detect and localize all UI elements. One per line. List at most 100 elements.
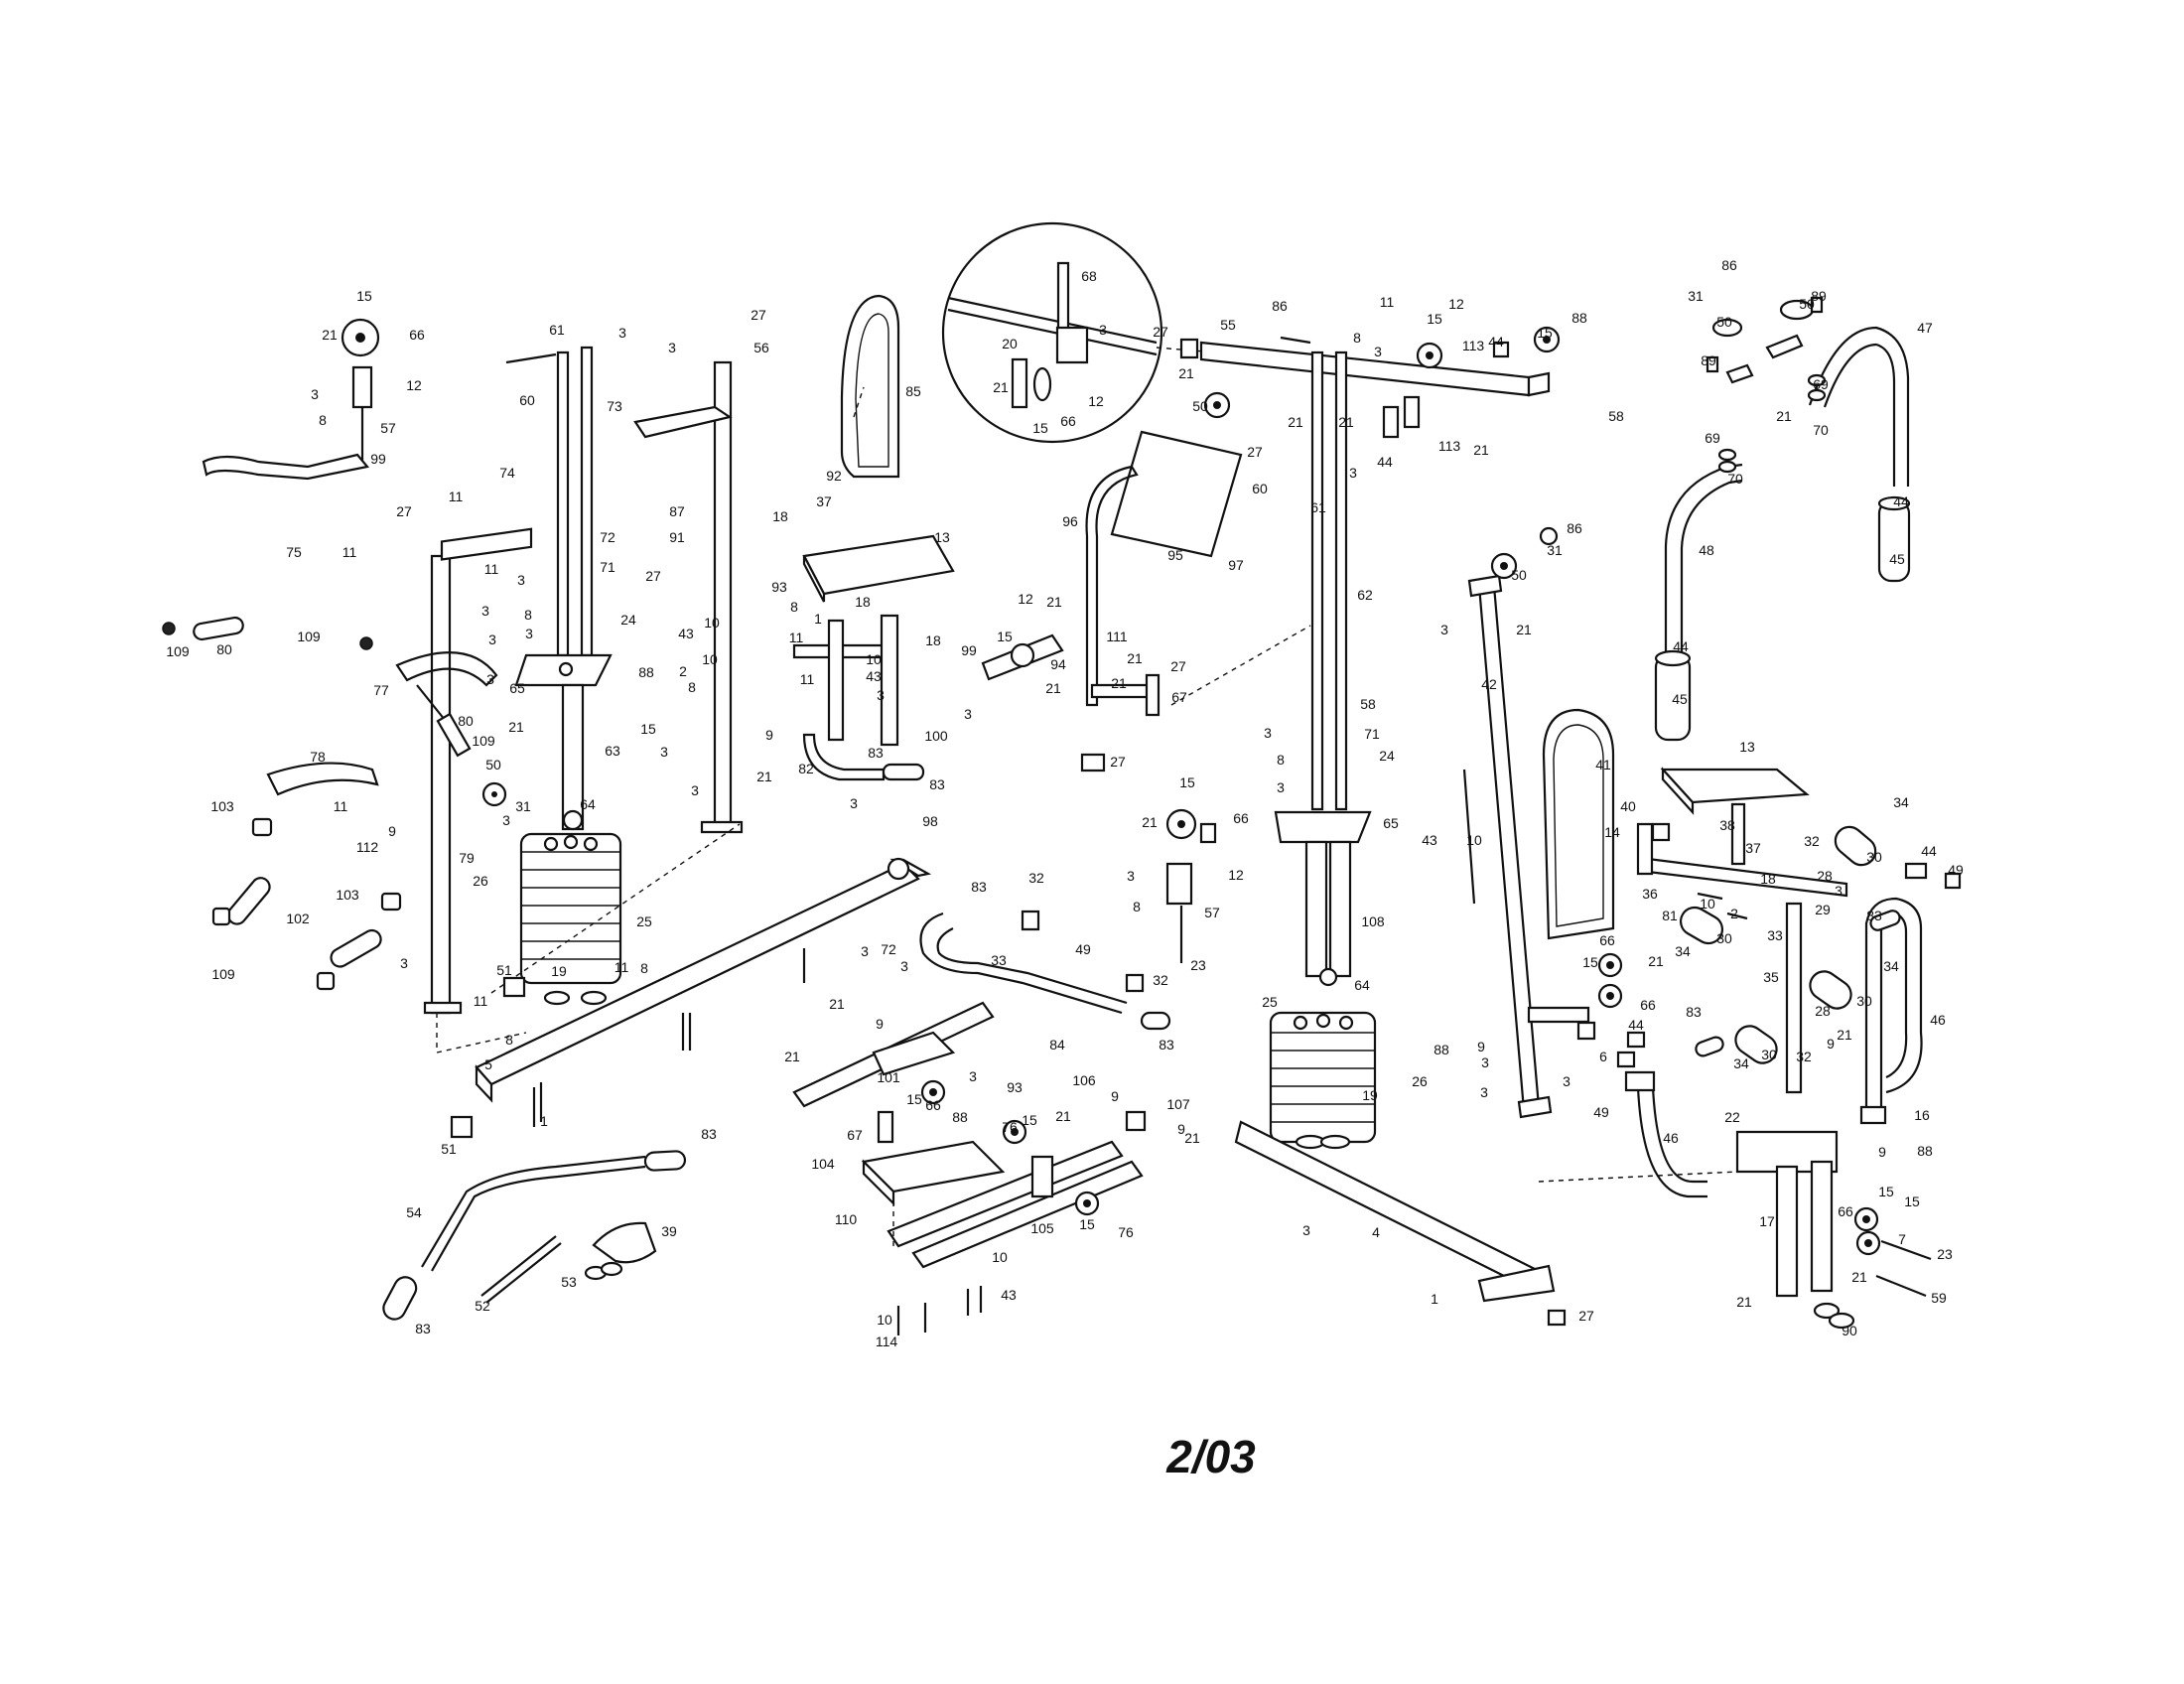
part-callout-105: 105	[1030, 1220, 1054, 1236]
part-callout-9: 9	[876, 1016, 884, 1032]
part-callout-10: 10	[992, 1249, 1008, 1265]
part-callout-45: 45	[1672, 691, 1688, 707]
part-callout-83: 83	[929, 776, 945, 792]
part-callout-46: 46	[1930, 1012, 1946, 1028]
revision-date: 2/03	[1166, 1431, 1256, 1482]
part-callout-96: 96	[1062, 513, 1078, 529]
part-callout-100: 100	[924, 728, 948, 744]
part-callout-24: 24	[1379, 748, 1395, 764]
part-callout-10: 10	[866, 651, 882, 667]
part-callout-27: 27	[1110, 754, 1126, 770]
part-callout-102: 102	[286, 911, 310, 926]
part-callout-21: 21	[784, 1049, 800, 1064]
part-callout-70: 70	[1727, 471, 1743, 487]
part-callout-15: 15	[1537, 325, 1553, 341]
part-callout-97: 97	[1228, 557, 1244, 573]
part-callout-3: 3	[525, 626, 533, 641]
part-callout-1: 1	[814, 611, 822, 627]
part-callout-21: 21	[1184, 1130, 1200, 1146]
part-callout-12: 12	[1088, 393, 1104, 409]
part-callout-11: 11	[474, 993, 488, 1009]
part-callout-83: 83	[1686, 1004, 1702, 1020]
part-callout-42: 42	[1481, 676, 1497, 692]
part-callout-27: 27	[1578, 1308, 1594, 1324]
part-callout-3: 3	[488, 632, 496, 647]
part-callout-27: 27	[1153, 324, 1168, 340]
part-callout-21: 21	[1648, 953, 1664, 969]
part-callout-109: 109	[166, 643, 190, 659]
part-callout-61: 61	[549, 322, 565, 338]
part-callout-15: 15	[1582, 954, 1598, 970]
part-callout-3: 3	[1440, 622, 1448, 637]
part-callout-34: 34	[1675, 943, 1691, 959]
part-callout-18: 18	[855, 594, 871, 610]
part-callout-61: 61	[1310, 499, 1326, 515]
part-callout-9: 9	[1177, 1121, 1185, 1137]
part-callout-30: 30	[1856, 993, 1872, 1009]
part-callout-95: 95	[1167, 547, 1183, 563]
center-tower-frame	[983, 328, 1565, 1325]
part-callout-19: 19	[551, 963, 567, 979]
part-callout-31: 31	[1547, 542, 1563, 558]
part-callout-3: 3	[400, 955, 408, 971]
part-callout-99: 99	[370, 451, 386, 467]
part-callout-15: 15	[1079, 1216, 1095, 1232]
part-callout-33: 33	[1767, 927, 1783, 943]
part-callout-45: 45	[1889, 551, 1905, 567]
part-callout-9: 9	[1477, 1039, 1485, 1054]
part-callout-103: 103	[336, 887, 359, 903]
part-callout-3: 3	[900, 958, 908, 974]
part-callout-15: 15	[997, 629, 1013, 644]
part-callout-78: 78	[310, 749, 326, 765]
part-callout-38: 38	[1719, 817, 1735, 833]
part-callout-32: 32	[1804, 833, 1820, 849]
part-callout-11: 11	[789, 630, 804, 645]
part-callout-31: 31	[515, 798, 531, 814]
part-callout-50: 50	[1511, 567, 1527, 583]
part-callout-15: 15	[1179, 774, 1195, 790]
part-callout-71: 71	[1364, 726, 1380, 742]
part-callout-3: 3	[502, 812, 510, 828]
part-callout-10: 10	[704, 615, 720, 631]
part-callout-43: 43	[678, 626, 694, 641]
part-callout-18: 18	[772, 508, 788, 524]
pulley-detail-inset	[943, 223, 1216, 442]
part-callout-79: 79	[459, 850, 475, 866]
part-callout-10: 10	[1700, 896, 1715, 912]
part-callout-32: 32	[1796, 1049, 1812, 1064]
part-callout-69: 69	[1813, 376, 1829, 392]
part-callout-27: 27	[751, 307, 766, 323]
part-callout-74: 74	[499, 465, 515, 481]
part-callout-49: 49	[1948, 862, 1964, 878]
part-callout-44: 44	[1488, 334, 1504, 350]
part-callout-16: 16	[1914, 1107, 1930, 1123]
part-callout-86: 86	[1721, 257, 1737, 273]
part-callout-33: 33	[991, 952, 1007, 968]
part-callout-89: 89	[1811, 288, 1827, 304]
part-callout-3: 3	[1835, 883, 1843, 899]
part-callout-37: 37	[816, 493, 832, 509]
part-callout-65: 65	[1383, 815, 1399, 831]
part-callout-77: 77	[373, 682, 389, 698]
part-callout-54: 54	[406, 1204, 422, 1220]
part-callout-90: 90	[1842, 1323, 1857, 1338]
part-callout-83: 83	[701, 1126, 717, 1142]
part-callout-3: 3	[1277, 779, 1285, 795]
part-callout-28: 28	[1817, 868, 1833, 884]
part-callout-39: 39	[661, 1223, 677, 1239]
part-callout-2: 2	[679, 663, 687, 679]
part-callout-44: 44	[1377, 454, 1393, 470]
part-callout-9: 9	[1878, 1144, 1886, 1160]
part-callout-44: 44	[1921, 843, 1937, 859]
part-callout-68: 68	[1081, 268, 1097, 284]
part-callout-32: 32	[1028, 870, 1044, 886]
part-callout-12: 12	[1228, 867, 1244, 883]
part-callout-3: 3	[877, 687, 885, 703]
part-callout-21: 21	[1851, 1269, 1867, 1285]
part-callout-40: 40	[1620, 798, 1636, 814]
part-callout-10: 10	[1466, 832, 1482, 848]
part-callout-18: 18	[925, 632, 941, 648]
part-callout-67: 67	[1171, 689, 1187, 705]
part-callout-104: 104	[811, 1156, 835, 1172]
part-callout-36: 36	[1642, 886, 1658, 902]
